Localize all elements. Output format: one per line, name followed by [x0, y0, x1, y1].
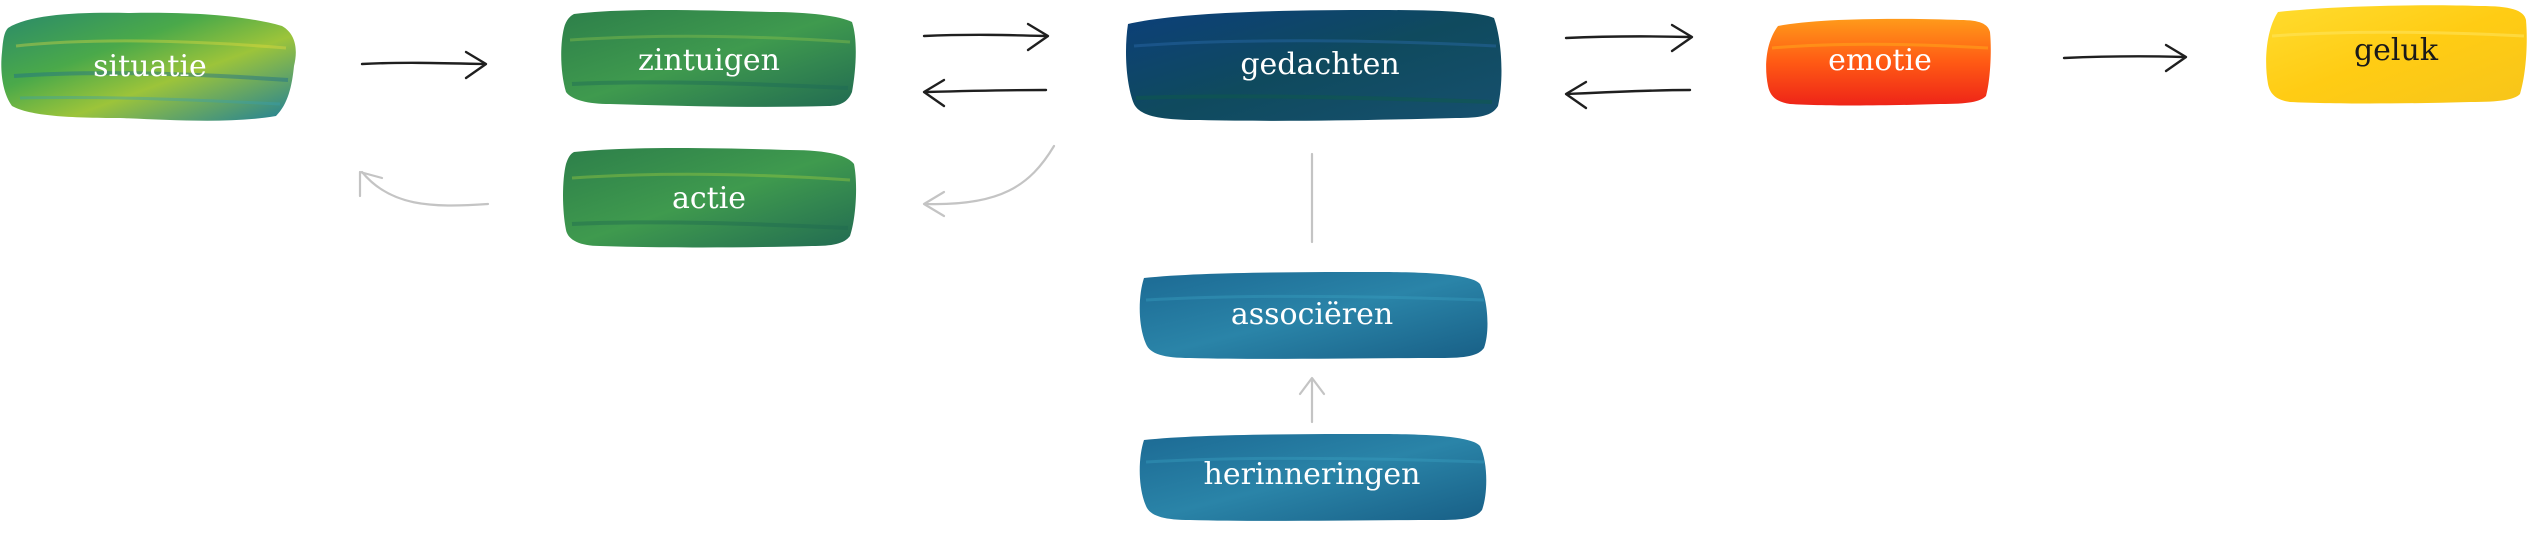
arrow-actie-situatie — [358, 170, 490, 207]
zintuigen-label: zintuigen — [638, 43, 780, 78]
zintuigen-brush — [561, 10, 856, 107]
situatie-label: situatie — [93, 49, 207, 84]
situatie-brush — [1, 12, 296, 121]
node-herinneringen: herinneringen — [1139, 434, 1487, 521]
herinneringen-label: herinneringen — [1204, 457, 1421, 492]
arrow-gedachten-zintuigen — [922, 78, 1048, 108]
arrow-emotie-geluk — [2062, 43, 2188, 73]
node-situatie: situatie — [1, 12, 296, 121]
arrow-zintuigen-gedachten — [922, 22, 1050, 52]
geluk-brush — [2266, 5, 2527, 104]
gedachten-label: gedachten — [1240, 47, 1399, 82]
arrow-situatie-zintuigen — [360, 50, 488, 80]
emotie-label: emotie — [1828, 43, 1932, 78]
actie-label: actie — [672, 181, 746, 216]
node-geluk: geluk — [2266, 5, 2527, 104]
associeren-brush — [1139, 272, 1488, 359]
node-gedachten: gedachten — [1126, 10, 1502, 121]
gedachten-brush — [1126, 10, 1502, 121]
arrow-gedachten-actie — [922, 144, 1056, 218]
arrow-gedachten-emotie — [1564, 23, 1694, 53]
node-emotie: emotie — [1766, 18, 1991, 106]
herinneringen-brush — [1139, 434, 1487, 521]
associeren-label: associëren — [1231, 297, 1393, 332]
emotie-brush — [1766, 18, 1991, 106]
node-associeren: associëren — [1139, 272, 1488, 359]
actie-brush — [563, 148, 857, 248]
node-actie: actie — [563, 148, 857, 248]
arrow-emotie-gedachten — [1564, 80, 1692, 110]
node-zintuigen: zintuigen — [561, 10, 856, 107]
arrow-herinneringen-associeren — [1298, 376, 1326, 424]
geluk-label: geluk — [2354, 33, 2439, 68]
